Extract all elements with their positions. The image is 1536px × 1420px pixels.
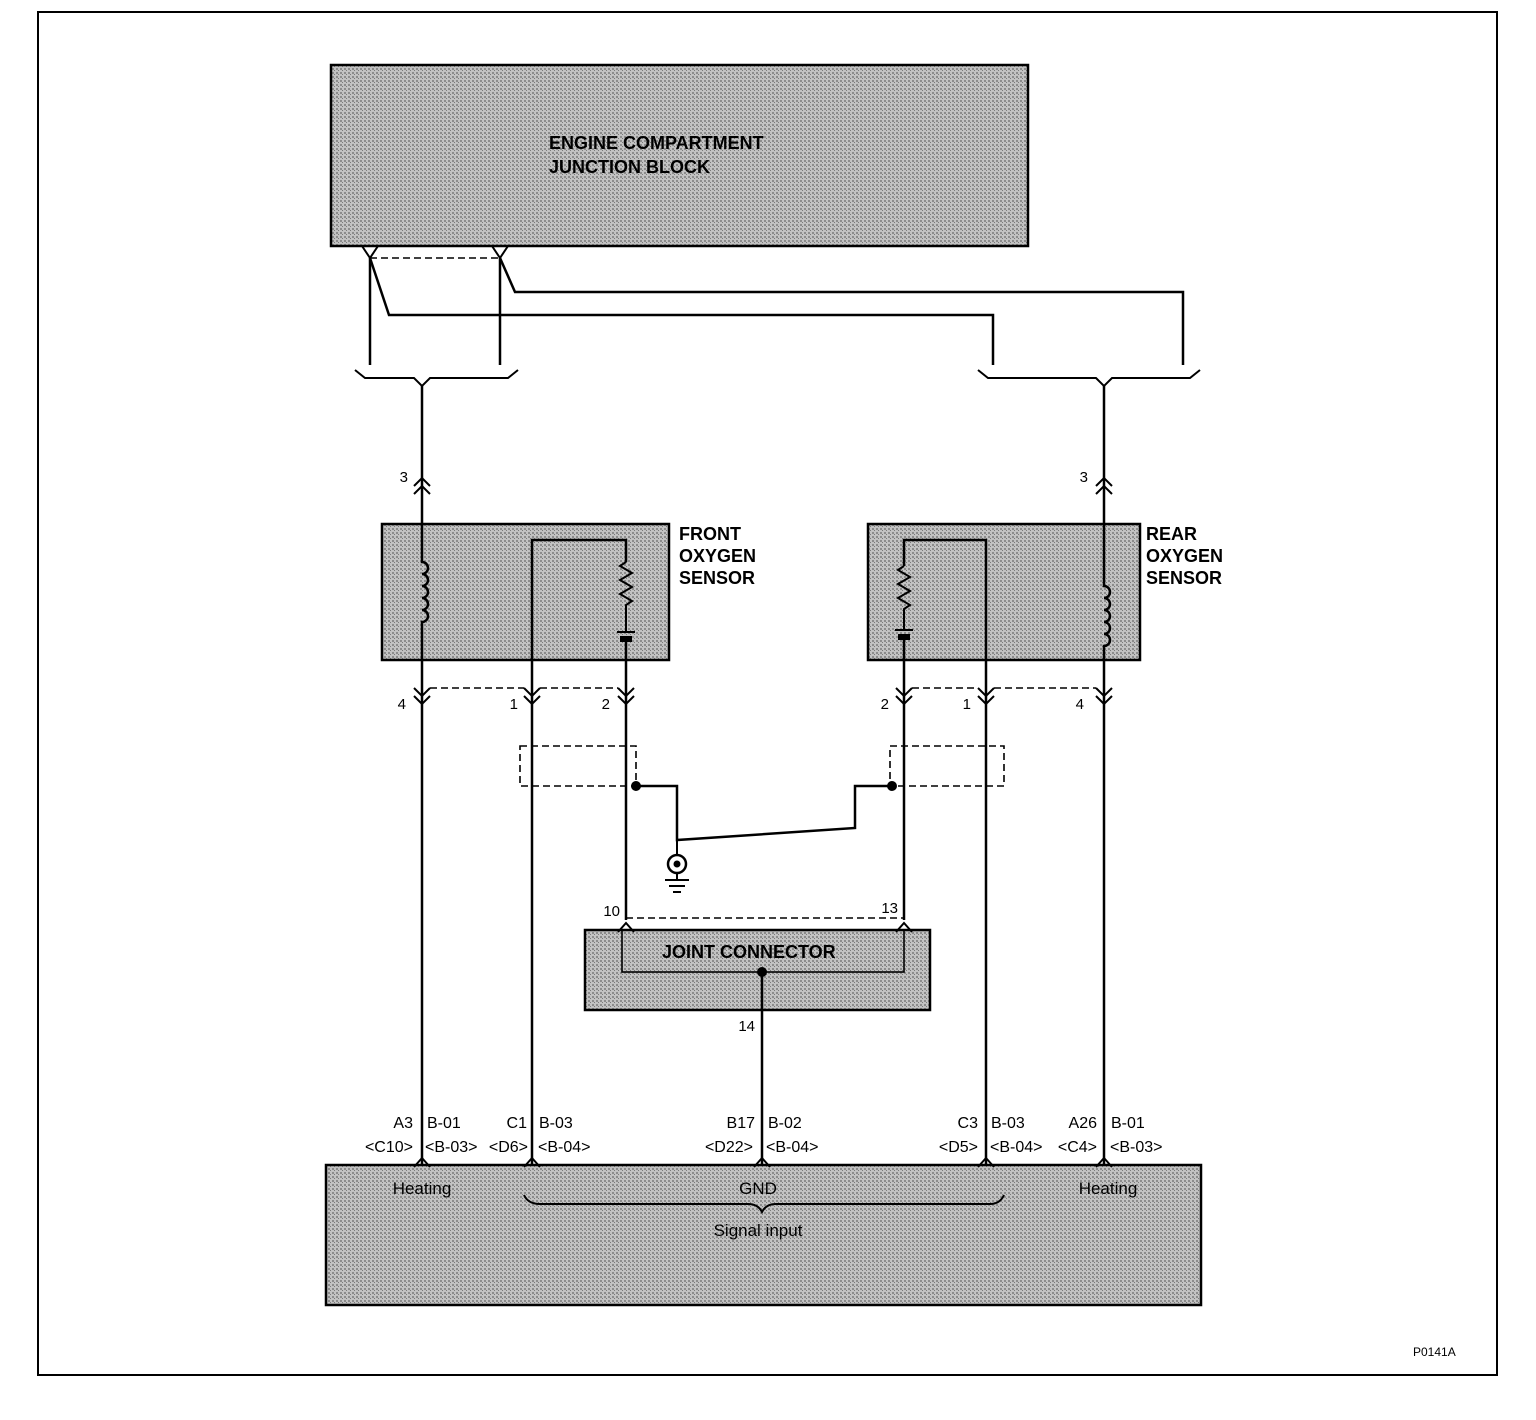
wire-rear-heater: [1102, 386, 1112, 1165]
wire-junction-right-to-rear: [498, 257, 1185, 365]
splice-front: [354, 369, 519, 388]
front-sensor-resistor-icon: [618, 561, 634, 632]
rear-pin-1-label: 1: [963, 696, 971, 713]
rear-oxygen-sensor: [866, 522, 1142, 662]
rear-connector-pin-3-icon: [1095, 476, 1113, 495]
front-pin-4-label: 4: [398, 696, 406, 713]
splice-rear: [977, 369, 1201, 388]
wire-rear-signal: [902, 538, 988, 1165]
ecm-terminal-1-id: A3: [393, 1115, 413, 1132]
rear-connector-pin-2-icon: [895, 687, 913, 706]
rear-heater-coil-icon: [1103, 585, 1111, 647]
ecm-terminal-2-alt-connector: <B-04>: [538, 1139, 590, 1156]
rear-connector-pin-4-icon: [1095, 687, 1113, 706]
ground-icon: [665, 840, 689, 893]
ecm-terminal-5-id: A26: [1069, 1115, 1098, 1132]
rear-sensor-cell-icon: [895, 629, 913, 640]
joint-connector-label: JOINT CONNECTOR: [662, 942, 836, 962]
rear-pin-4-label: 4: [1076, 696, 1084, 713]
rear-pin-3-label: 3: [1080, 469, 1088, 486]
ecm-terminal-1-alt-connector: <B-03>: [425, 1139, 477, 1156]
ecm-heating-front-label: Heating: [393, 1179, 452, 1198]
front-sensor-cell-icon: [617, 631, 635, 642]
front-pin-3-label: 3: [400, 469, 408, 486]
junction-block-label-line1: ENGINE COMPARTMENT: [549, 133, 764, 153]
ecm-terminal-1-connector: B-01: [427, 1115, 461, 1132]
ecm-signal-input-label: Signal input: [714, 1221, 803, 1240]
figure-code: P0141A: [1413, 1345, 1456, 1359]
ecm-box: [324, 1163, 1203, 1307]
front-connector-pin-2-icon: [617, 687, 635, 706]
junction-block-terminal-left: [361, 245, 379, 260]
ecm-heating-rear-label: Heating: [1079, 1179, 1138, 1198]
ecm-terminal-5-alt-id: <C4>: [1058, 1139, 1097, 1156]
ecm-terminal-3-alt-connector: <B-04>: [766, 1139, 818, 1156]
front-heater-coil-icon: [421, 561, 429, 623]
ecm-terminal-4-alt-id: <D5>: [939, 1139, 978, 1156]
front-sensor-label-line2: OXYGEN: [679, 546, 756, 566]
ecm-terminal-1-alt-id: <C10>: [365, 1139, 413, 1156]
wire-front-signal: [530, 538, 628, 1165]
front-sensor-label-line1: FRONT: [679, 524, 741, 544]
front-pin-1-label: 1: [510, 696, 518, 713]
rear-sensor-label-line2: OXYGEN: [1146, 546, 1223, 566]
joint-connector-pin-13-icon: [895, 921, 913, 933]
ecm-terminal-5-alt-connector: <B-03>: [1110, 1139, 1162, 1156]
junction-block: ENGINE COMPARTMENT JUNCTION BLOCK: [329, 63, 1030, 248]
rear-connector-pin-1-icon: [977, 687, 995, 706]
ecm-terminal-2-connector: B-03: [539, 1115, 573, 1132]
wire-junction-left-to-rear: [368, 257, 995, 365]
ecm-terminal-2-id: C1: [507, 1115, 528, 1132]
front-connector-pin-4-icon: [413, 687, 431, 706]
joint-pin-14-label: 14: [738, 1018, 755, 1035]
joint-pin-10-label: 10: [603, 903, 620, 920]
junction-block-label-line2: JUNCTION BLOCK: [549, 157, 710, 177]
rear-sensor-resistor-icon: [896, 565, 912, 630]
front-connector-pin-3-icon: [413, 476, 431, 495]
front-shield: [519, 745, 637, 787]
front-sensor-label-line3: SENSOR: [679, 568, 755, 588]
ecm-terminal-2-alt-id: <D6>: [489, 1139, 528, 1156]
rear-sensor-label-line3: SENSOR: [1146, 568, 1222, 588]
ecm-terminal-4-connector: B-03: [991, 1115, 1025, 1132]
joint-connector-pin-10-icon: [617, 921, 635, 933]
ecm-terminal-3-connector: B-02: [768, 1115, 802, 1132]
ecm-terminal-3-alt-id: <D22>: [705, 1139, 753, 1156]
front-connector-pin-1-icon: [523, 687, 541, 706]
wire-shield-ground: [636, 784, 892, 842]
wire-front-heater: [420, 386, 430, 1165]
rear-shield: [889, 745, 1005, 787]
rear-pin-2-label: 2: [881, 696, 889, 713]
junction-block-terminal-right: [491, 245, 509, 260]
ecm-terminal-3-id: B17: [727, 1115, 756, 1132]
joint-pin-13-label: 13: [881, 900, 898, 917]
ecm-gnd-label: GND: [739, 1179, 777, 1198]
ecm-signal-brace: [523, 1194, 1005, 1215]
ecm-terminal-4-alt-connector: <B-04>: [990, 1139, 1042, 1156]
rear-sensor-label-line1: REAR: [1146, 524, 1197, 544]
ecm-terminal-5-connector: B-01: [1111, 1115, 1145, 1132]
ecm-pin-icon: [413, 1156, 1113, 1168]
ecm-terminal-4-id: C3: [958, 1115, 979, 1132]
front-pin-2-label: 2: [602, 696, 610, 713]
diagram-border: [37, 11, 1498, 1376]
